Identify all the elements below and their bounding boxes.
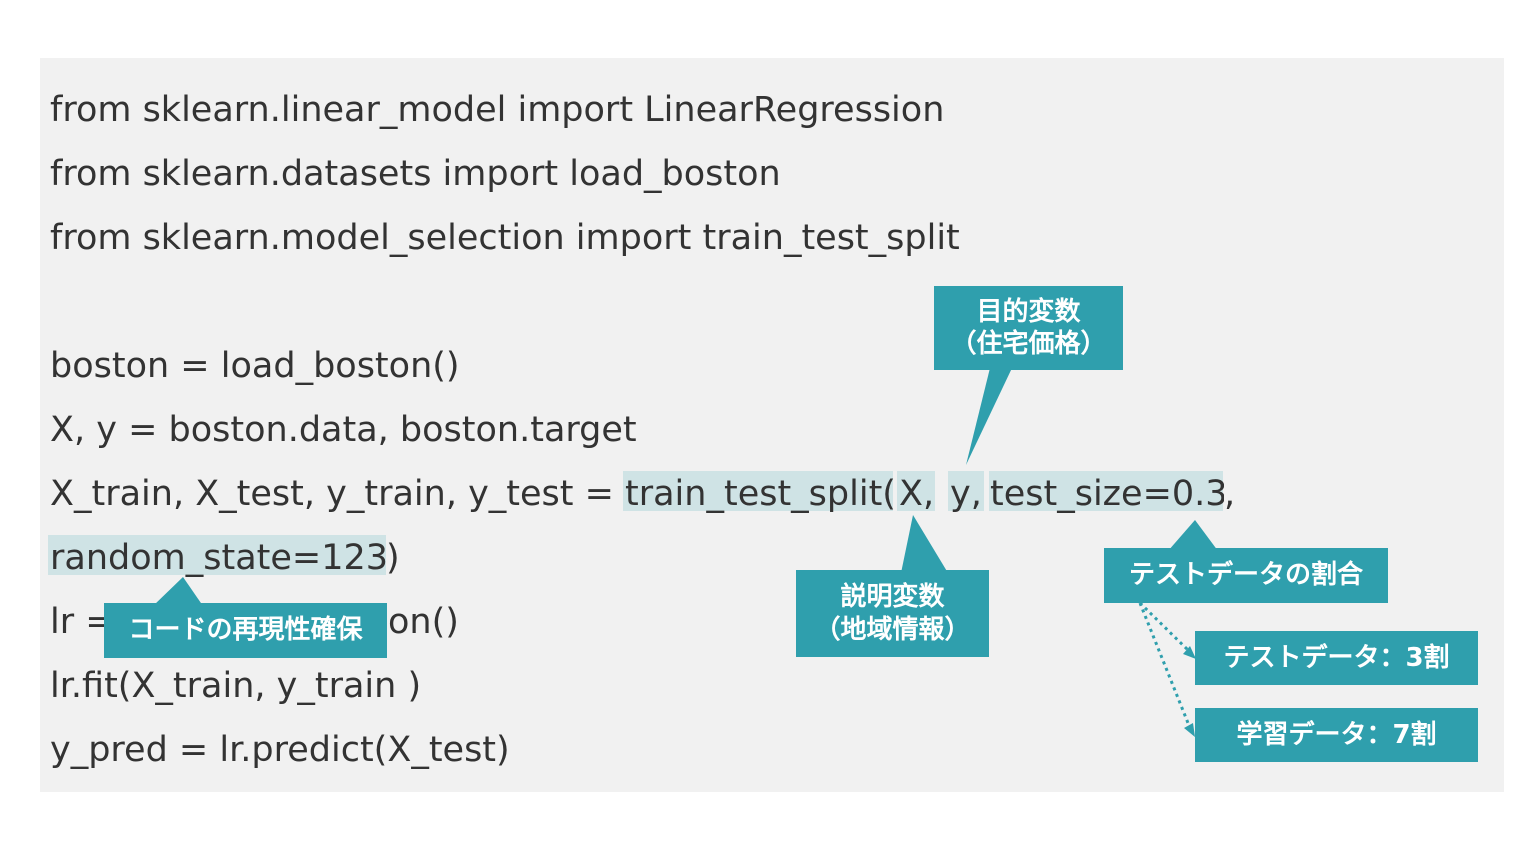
ratio-callout-pointer <box>1168 520 1218 551</box>
code-line-import-load-boston: from sklearn.datasets import load_boston <box>50 154 781 194</box>
code-line-import-train-test-split: from sklearn.model_selection import trai… <box>50 218 960 258</box>
explanatory-callout-pointer <box>901 515 948 573</box>
test-ratio-callout: テストデータの割合 <box>1104 548 1388 603</box>
code-split-trailing-comma: , <box>1224 474 1236 514</box>
train-data-arrowhead <box>1184 723 1195 737</box>
target-callout-subtitle: （住宅価格） <box>950 329 1107 359</box>
train-data-callout-label: 学習データ：7割 <box>1236 719 1437 750</box>
reproducibility-callout-pointer <box>153 577 203 606</box>
target-callout-title: 目的変数 <box>976 296 1081 327</box>
test-data-arrowhead <box>1183 646 1196 659</box>
code-line-fit: lr.fit(X_train, y_train ) <box>50 666 422 706</box>
reproducibility-callout-label: コードの再現性確保 <box>128 615 363 646</box>
highlight-y-argument <box>948 471 984 511</box>
code-random-state-close: ) <box>386 538 400 578</box>
code-model-assign-start: lr = <box>50 602 108 642</box>
test-ratio-callout-label: テストデータの割合 <box>1128 560 1363 591</box>
explanatory-variable-callout: 説明変数 （地域情報） <box>796 570 989 657</box>
code-line-import-linear-regression: from sklearn.linear_model import LinearR… <box>50 90 945 130</box>
code-split-x-argument: X, <box>899 474 935 514</box>
code-random-state: random_state=123 <box>50 538 386 578</box>
test-data-callout-label: テストデータ：3割 <box>1223 642 1450 673</box>
target-callout-pointer <box>966 368 1012 465</box>
test-data-callout: テストデータ：3割 <box>1195 631 1478 685</box>
dotted-arrows <box>1138 601 1194 734</box>
train-data-callout: 学習データ：7割 <box>1195 708 1478 762</box>
explanatory-callout-title: 説明変数 <box>840 582 945 612</box>
explanatory-callout-subtitle: （地域情報） <box>814 614 971 645</box>
code-split-test-size: test_size=0.3 <box>990 474 1224 514</box>
target-variable-callout: 目的変数 （住宅価格） <box>934 286 1123 370</box>
highlight-x-argument <box>897 471 935 511</box>
code-split-function: train_test_split( <box>625 474 896 514</box>
code-line-load-boston: boston = load_boston() <box>50 346 460 386</box>
highlight-random-state <box>48 535 386 575</box>
highlight-test-size <box>989 471 1223 511</box>
code-split-y-argument: y, <box>950 474 982 514</box>
reproducibility-callout: コードの再現性確保 <box>104 603 387 658</box>
highlight-train-test-split <box>623 471 893 511</box>
code-line-predict: y_pred = lr.predict(X_test) <box>50 730 510 770</box>
code-line-data-target: X, y = boston.data, boston.target <box>50 410 637 450</box>
code-model-assign-end: on() <box>388 602 459 642</box>
code-line-split-prefix: X_train, X_test, y_train, y_test = <box>50 474 620 514</box>
